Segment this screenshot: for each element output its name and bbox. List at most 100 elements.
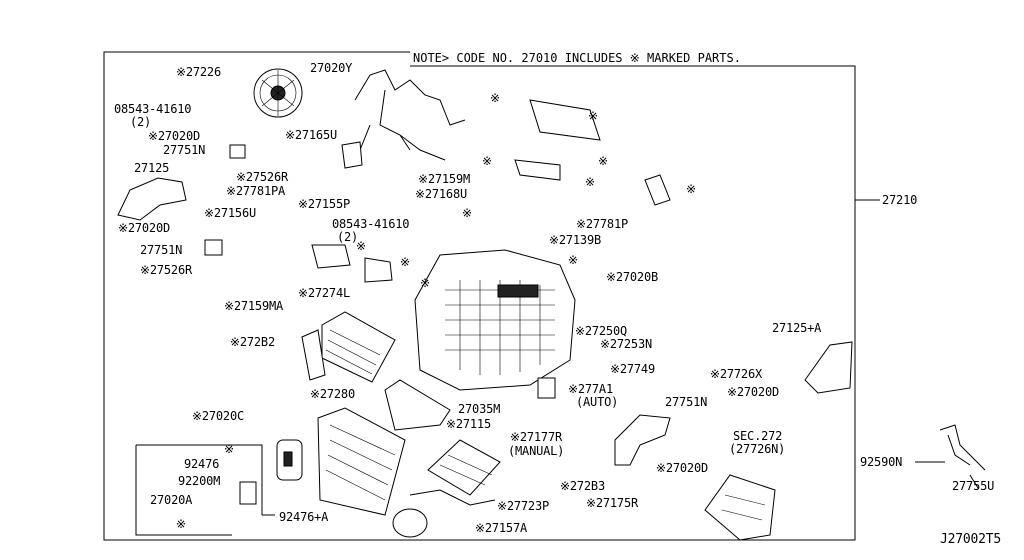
group-bracket bbox=[135, 444, 263, 536]
actuator-drawing bbox=[229, 144, 246, 159]
link-drawing bbox=[341, 141, 363, 169]
header-note: NOTE> CODE NO. 27010 INCLUDES ※ MARKED P… bbox=[413, 51, 741, 65]
callout-27020d-4: ※27020D bbox=[656, 461, 709, 475]
callout-27526r-1: ※27526R bbox=[236, 170, 289, 184]
callout-27020a: 27020A bbox=[150, 493, 193, 507]
actuator-b-drawing bbox=[204, 239, 223, 256]
mark-9: ※ bbox=[356, 239, 366, 253]
callout-92200m: 92200M bbox=[178, 474, 221, 488]
callout-27726x: ※27726X bbox=[710, 367, 763, 381]
callout-277a1: ※277A1 bbox=[568, 382, 613, 396]
duct-right-drawing bbox=[804, 341, 853, 394]
callout-27125: 27125 bbox=[134, 161, 170, 175]
valve-drawing bbox=[239, 481, 257, 505]
callout-27035m: 27035M bbox=[458, 402, 501, 416]
mark-4: ※ bbox=[482, 154, 492, 168]
mark-1: ※ bbox=[490, 91, 500, 105]
callout-08543-b: 08543-41610 bbox=[332, 217, 410, 231]
mark-3: ※ bbox=[598, 154, 608, 168]
hose-inner-drawing bbox=[947, 434, 971, 466]
gasket-drawing bbox=[384, 379, 451, 431]
callout-27139b: ※27139B bbox=[549, 233, 602, 247]
mark-2: ※ bbox=[588, 109, 598, 123]
callout-sec272: SEC.272 bbox=[733, 429, 783, 443]
callout-27526r-2: ※27526R bbox=[140, 263, 193, 277]
heater-pipe-drawing bbox=[409, 489, 496, 506]
callout-272b2: ※272B2 bbox=[230, 335, 275, 349]
mode-door-b-drawing bbox=[364, 257, 393, 283]
callout-27751n-3: 27751N bbox=[665, 395, 708, 409]
mark-12: ※ bbox=[176, 517, 186, 531]
callout-27020d-3: ※27020D bbox=[727, 385, 780, 399]
callout-27177r-manual: (MANUAL) bbox=[508, 444, 565, 458]
door-upper-drawing bbox=[529, 99, 601, 141]
callout-27755u: 27755U bbox=[952, 479, 995, 493]
callout-27125a: 27125+A bbox=[772, 321, 822, 335]
blower-motor-drawing bbox=[253, 68, 303, 118]
mark-8: ※ bbox=[568, 253, 578, 267]
callout-92590n: 92590N bbox=[860, 455, 903, 469]
callout-27751n-2: 27751N bbox=[140, 243, 183, 257]
door-mid-drawing bbox=[514, 159, 561, 181]
callout-27210: 27210 bbox=[882, 193, 918, 207]
heater-core-drawing bbox=[427, 439, 501, 496]
callout-27020y: 27020Y bbox=[310, 61, 353, 75]
callout-27781pa: ※27781PA bbox=[226, 184, 286, 198]
callout-27155p: ※27155P bbox=[298, 197, 351, 211]
callout-92476: 92476 bbox=[184, 457, 220, 471]
callout-08543-b-qty: (2) bbox=[337, 230, 359, 244]
frame-border bbox=[103, 51, 856, 541]
harness-drawing bbox=[354, 69, 466, 161]
drawing-code: J27002T5 bbox=[940, 532, 1002, 547]
duct-left-drawing bbox=[117, 177, 187, 221]
evaporator-drawing bbox=[317, 407, 406, 516]
callout-27156u: ※27156U bbox=[204, 206, 257, 220]
leader-27755u bbox=[969, 474, 979, 489]
cover-right-drawing bbox=[644, 174, 671, 206]
callout-27159ma: ※27159MA bbox=[224, 299, 284, 313]
callout-08543-a-qty: (2) bbox=[130, 115, 152, 129]
callout-27159m: ※27159M bbox=[418, 172, 471, 186]
callout-27115: ※27115 bbox=[446, 417, 491, 431]
callout-27020c: ※27020C bbox=[192, 409, 245, 423]
hose-drawing bbox=[939, 424, 986, 471]
callout-27165u: ※27165U bbox=[285, 128, 338, 142]
callout-27781p: ※27781P bbox=[576, 217, 629, 231]
controller-drawing bbox=[704, 474, 776, 541]
mark-5: ※ bbox=[585, 175, 595, 189]
callout-27280: ※27280 bbox=[310, 387, 355, 401]
callout-27274l: ※27274L bbox=[298, 286, 351, 300]
mark-11: ※ bbox=[420, 276, 430, 290]
callout-sec272-sub: (27726N) bbox=[729, 442, 786, 456]
mark-13: ※ bbox=[224, 442, 234, 456]
callout-27253n: ※27253N bbox=[600, 337, 653, 351]
callout-92476a: 92476+A bbox=[279, 510, 329, 524]
bracket-drawing bbox=[301, 329, 326, 381]
filter-drawing bbox=[321, 311, 396, 383]
callout-27749: ※27749 bbox=[610, 362, 655, 376]
callout-27250q: ※27250Q bbox=[575, 324, 628, 338]
mark-7: ※ bbox=[462, 206, 472, 220]
callout-27020d-1: ※27020D bbox=[148, 129, 201, 143]
duct-lower-drawing bbox=[614, 414, 671, 466]
callout-27175r: ※27175R bbox=[586, 496, 639, 510]
callout-27751n-1: 27751N bbox=[163, 143, 206, 157]
callout-27157a: ※27157A bbox=[475, 521, 528, 535]
callout-272b3: ※272B3 bbox=[560, 479, 605, 493]
callout-27020b: ※27020B bbox=[606, 270, 659, 284]
callout-27020d-2: ※27020D bbox=[118, 221, 171, 235]
heater-unit-drawing bbox=[414, 249, 576, 391]
mode-door-drawing bbox=[311, 244, 351, 269]
callout-27226: ※27226 bbox=[176, 65, 221, 79]
callout-08543-a: 08543-41610 bbox=[114, 102, 192, 116]
grommet-drawing bbox=[392, 508, 428, 538]
callout-27723p: ※27723P bbox=[497, 499, 550, 513]
lever-drawing bbox=[537, 377, 556, 399]
callout-27168u: ※27168U bbox=[415, 187, 468, 201]
mark-10: ※ bbox=[400, 255, 410, 269]
callout-277a1-auto: (AUTO) bbox=[576, 395, 619, 409]
callout-27177r: ※27177R bbox=[510, 430, 563, 444]
mark-6: ※ bbox=[686, 182, 696, 196]
